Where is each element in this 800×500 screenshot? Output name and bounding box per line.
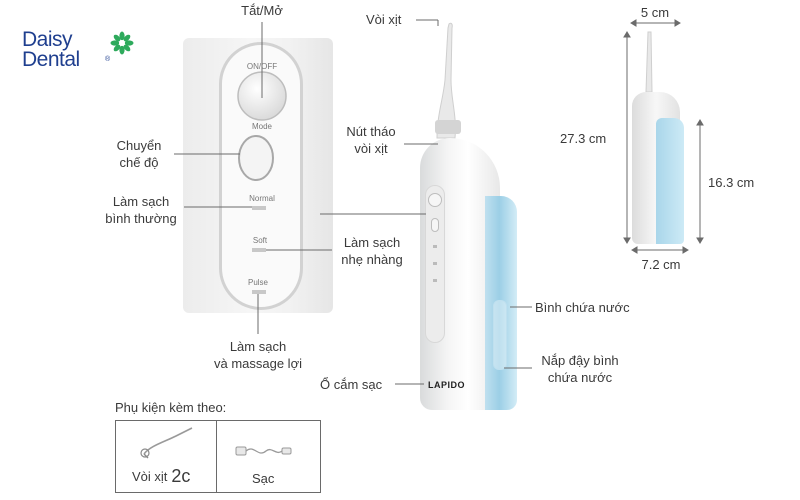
callout-cap-line2: chứa nước xyxy=(547,370,613,385)
nozzle-collar xyxy=(435,120,461,134)
device-mode-button xyxy=(431,218,439,232)
callout-pulse-line2: và massage lợi xyxy=(213,356,302,371)
normal-indicator xyxy=(252,206,266,210)
nozzle-graphic xyxy=(436,22,456,139)
charger-accessory-icon xyxy=(235,446,292,456)
dim-width-bottom: 7.2 cm xyxy=(641,257,681,272)
callout-normal-line1: Làm sạch xyxy=(112,194,170,209)
pulse-indicator xyxy=(252,290,266,294)
callout-power: Tắt/Mở xyxy=(241,3,283,18)
side-view-tank xyxy=(656,118,684,244)
callout-soft-line2: nhẹ nhàng xyxy=(341,252,403,267)
daisy-flower-icon xyxy=(110,31,134,55)
callout-cap-line1: Nắp đậy bình xyxy=(541,353,619,368)
dim-width-top: 5 cm xyxy=(640,5,670,20)
soft-indicator xyxy=(252,248,266,252)
accessories-title: Phụ kiện kèm theo: xyxy=(115,400,227,415)
device-indicator-2 xyxy=(433,262,437,265)
callout-nozzle: Vòi xịt xyxy=(366,12,402,27)
callout-mode-line1: Chuyển xyxy=(116,138,162,153)
nozzle-accessory-icon xyxy=(140,427,193,459)
callout-charge-port: Ổ cắm sạc xyxy=(320,377,383,392)
logo-line2: Dental xyxy=(22,48,80,71)
dim-height-tank: 16.3 cm xyxy=(708,175,755,190)
device-indicator-1 xyxy=(433,245,437,248)
callout-tank: Bình chứa nước xyxy=(535,300,630,315)
callout-release-line1: Nút tháo xyxy=(346,124,396,139)
callout-normal-line2: bình thường xyxy=(105,211,177,226)
daisy-dental-logo: Daisy Dental ® xyxy=(22,28,134,76)
callout-mode-line2: chế độ xyxy=(119,155,159,170)
soft-label: Soft xyxy=(252,236,268,245)
dim-height-total: 27.3 cm xyxy=(560,131,607,146)
device-indicator-3 xyxy=(433,279,437,282)
device-brand-label: LAPIDO xyxy=(428,380,466,390)
callout-pulse-line1: Làm sạch xyxy=(229,339,287,354)
callout-soft-line1: Làm sạch xyxy=(343,235,401,250)
accessories-divider xyxy=(216,420,217,493)
pulse-label: Pulse xyxy=(247,278,268,287)
accessory-charger: Sạc xyxy=(252,471,275,486)
device-power-button xyxy=(428,193,442,207)
mode-button-graphic xyxy=(238,135,274,181)
mode-label: Mode xyxy=(251,122,272,131)
registered-mark: ® xyxy=(105,56,111,63)
normal-label: Normal xyxy=(249,194,275,203)
callout-release-line2: vòi xịt xyxy=(354,141,388,156)
accessory-nozzle-count: 2c xyxy=(171,466,191,486)
tank-cap xyxy=(493,300,507,370)
logo-line1: Daisy xyxy=(22,28,73,51)
accessories-box xyxy=(115,420,321,493)
accessory-nozzle-name: Vòi xịt xyxy=(132,469,168,484)
